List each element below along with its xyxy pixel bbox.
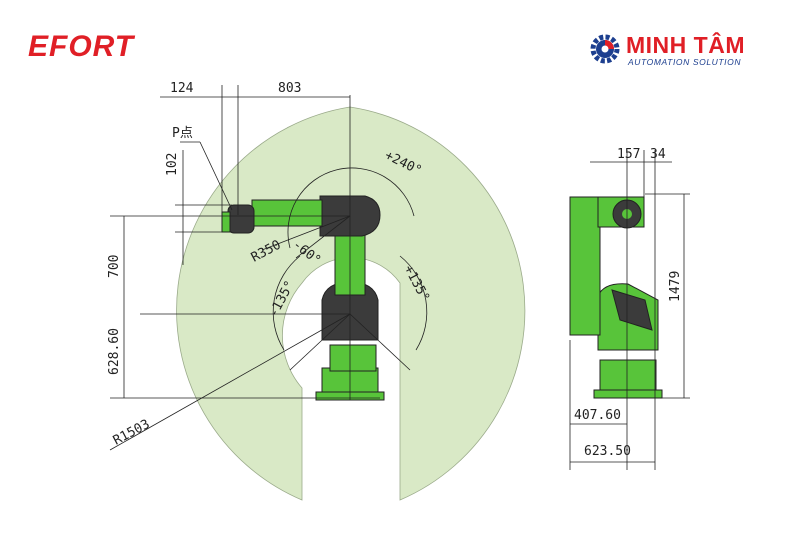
front-arm [569,196,601,336]
minh-tam-name: MINH TÂM [626,32,745,58]
efort-logo: EFORT [28,30,135,63]
dim-front-base-width: 407.60 [574,408,621,423]
dim-base-height: 628.60 [107,328,122,375]
gear-logo-icon [590,34,620,64]
dim-front-a: 157 [617,147,640,162]
dim-arm-height: 700 [107,255,122,278]
robot-forearm [251,199,323,227]
dim-front-height: 1479 [668,271,683,302]
dim-top-reach: 803 [278,81,301,96]
point-label: P点 [172,126,193,141]
dim-front-total-width: 623.50 [584,444,631,459]
minh-tam-subtitle: AUTOMATION SOLUTION [628,57,742,67]
radius-outer: R1503 [111,417,153,449]
minh-tam-logo: MINH TÂM AUTOMATION SOLUTION [588,30,778,74]
dim-wrist-height: 102 [165,153,180,176]
dim-front-b: 34 [650,147,666,162]
dim-top-offset: 124 [170,81,194,96]
